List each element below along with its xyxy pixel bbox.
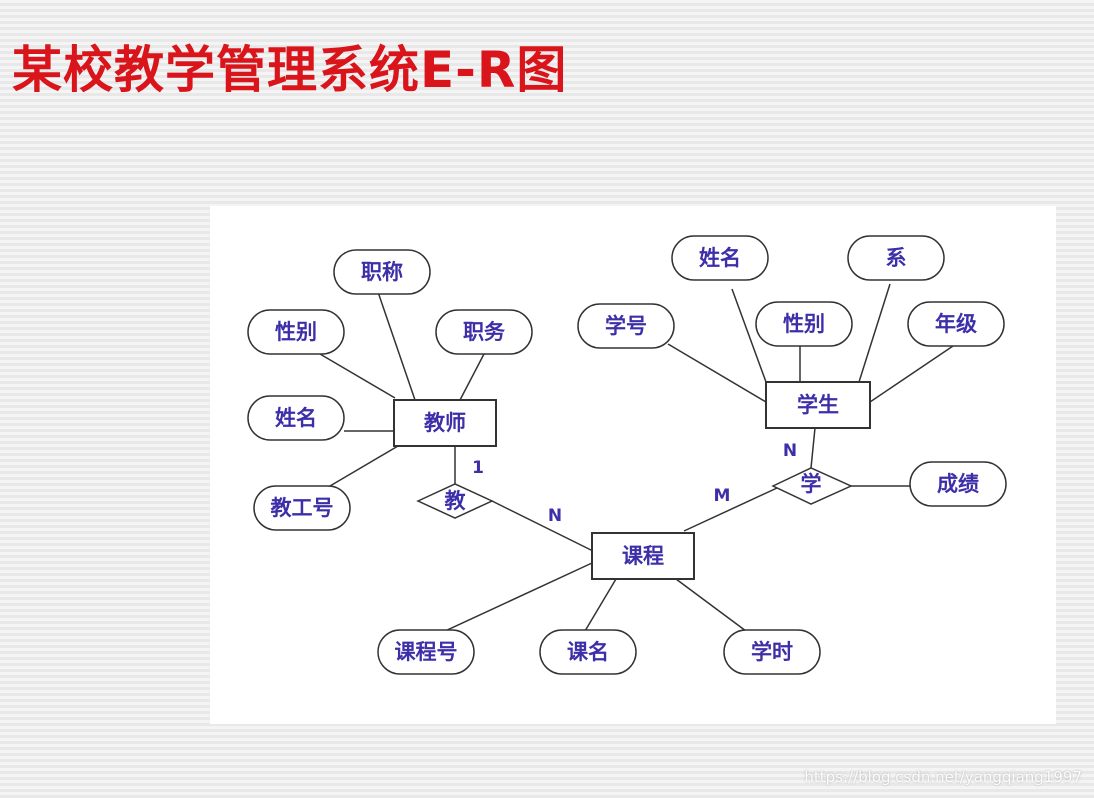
attr-student-dept bbox=[847, 235, 945, 281]
cardinality-learn-course: M bbox=[714, 486, 731, 506]
line-teacher-id bbox=[329, 445, 399, 487]
attr-grade-score bbox=[909, 461, 1007, 507]
attr-course-id bbox=[377, 629, 475, 675]
line-student-name bbox=[731, 288, 767, 383]
cardinality-teach-course: N bbox=[548, 506, 562, 526]
er-diagram: 教师 学生 课程 教 学 职称 性别 职务 姓名 教工号 姓名 系 学号 性别 … bbox=[247, 235, 1007, 675]
attr-teacher-title bbox=[333, 249, 431, 295]
label-course-id: 课程号 bbox=[395, 640, 458, 664]
attr-teacher-name bbox=[247, 395, 345, 441]
line-course-learn bbox=[683, 487, 778, 532]
label-teacher-id: 教工号 bbox=[271, 496, 334, 520]
entity-student bbox=[765, 381, 871, 429]
label-teach: 教 bbox=[445, 489, 467, 513]
label-teacher: 教师 bbox=[424, 411, 466, 435]
label-course-name: 课名 bbox=[567, 640, 609, 664]
label-teacher-gender: 性别 bbox=[275, 320, 317, 344]
label-student-id: 学号 bbox=[605, 314, 647, 338]
page-title: 某校教学管理系统E-R图 bbox=[12, 41, 568, 99]
attr-course-name bbox=[539, 629, 637, 675]
relationship-learn bbox=[771, 467, 853, 505]
label-student-grade: 年级 bbox=[935, 312, 977, 336]
label-student: 学生 bbox=[797, 393, 839, 417]
line-teach-course bbox=[491, 500, 594, 552]
label-grade-score: 成绩 bbox=[937, 472, 979, 496]
line-student-grade bbox=[869, 345, 954, 403]
line-course-name bbox=[584, 578, 617, 632]
attr-course-hours bbox=[723, 629, 821, 675]
line-student-dept bbox=[858, 283, 891, 383]
watermark: https://blog.csdn.net/yangqiang1997 bbox=[804, 768, 1082, 786]
cardinality-student-learn: N bbox=[783, 441, 797, 461]
label-teacher-name: 姓名 bbox=[275, 406, 317, 430]
label-teacher-title: 职称 bbox=[361, 260, 403, 284]
er-diagram-panel: 教师 学生 课程 教 学 职称 性别 职务 姓名 教工号 姓名 系 学号 性别 … bbox=[210, 206, 1056, 724]
attr-student-gender bbox=[755, 301, 853, 347]
attr-student-grade bbox=[907, 301, 1005, 347]
line-teacher-gender bbox=[319, 353, 396, 399]
attr-teacher-position bbox=[435, 309, 533, 355]
label-student-name: 姓名 bbox=[699, 246, 741, 270]
label-learn: 学 bbox=[801, 472, 822, 496]
label-student-gender: 性别 bbox=[783, 312, 825, 336]
attr-teacher-gender bbox=[247, 309, 345, 355]
label-course-hours: 学时 bbox=[751, 640, 793, 664]
attr-teacher-id bbox=[253, 485, 351, 531]
label-teacher-position: 职务 bbox=[463, 320, 506, 344]
label-student-dept: 系 bbox=[886, 246, 907, 270]
entity-teacher bbox=[393, 399, 497, 447]
line-teacher-title bbox=[377, 291, 416, 401]
line-course-id bbox=[429, 562, 593, 639]
attr-student-id bbox=[577, 303, 675, 349]
line-learn-student bbox=[810, 427, 816, 469]
relationship-teach bbox=[416, 483, 494, 519]
label-course: 课程 bbox=[622, 544, 664, 568]
entity-course bbox=[591, 532, 695, 580]
cardinality-teacher-teach: 1 bbox=[472, 458, 484, 478]
line-course-hours bbox=[675, 578, 751, 635]
attr-student-name bbox=[671, 235, 769, 281]
line-student-id bbox=[667, 343, 767, 403]
line-teacher-position bbox=[459, 353, 485, 401]
connector-lines bbox=[319, 283, 954, 639]
